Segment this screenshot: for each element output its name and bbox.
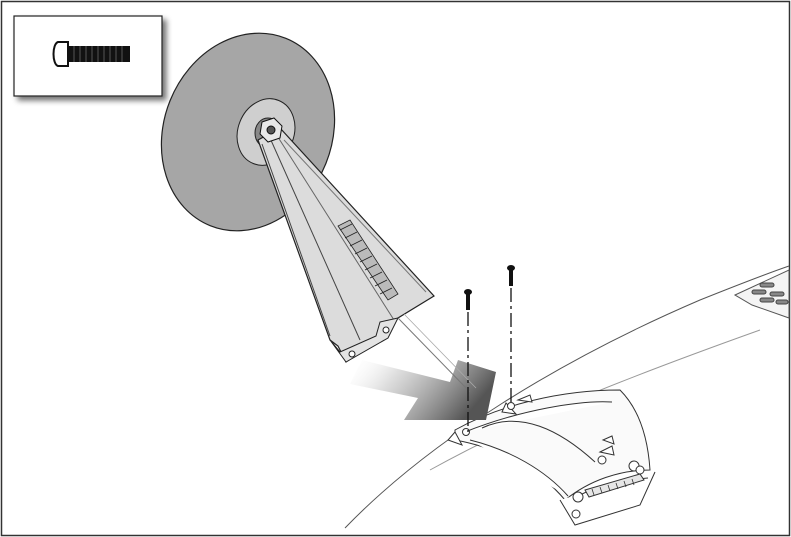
mounting-screw [464, 289, 472, 432]
wheel-assembly [160, 32, 477, 393]
mounting-screw [507, 265, 515, 404]
vent-slots [751, 282, 789, 305]
direction-arrow [350, 360, 496, 420]
fuselage-bottom [344, 265, 790, 529]
gear-mount-plate [447, 389, 656, 526]
spring [337, 219, 399, 301]
button-head-screw-icon [52, 41, 130, 67]
axle-nut [259, 117, 283, 143]
mounting-foot [329, 317, 399, 363]
